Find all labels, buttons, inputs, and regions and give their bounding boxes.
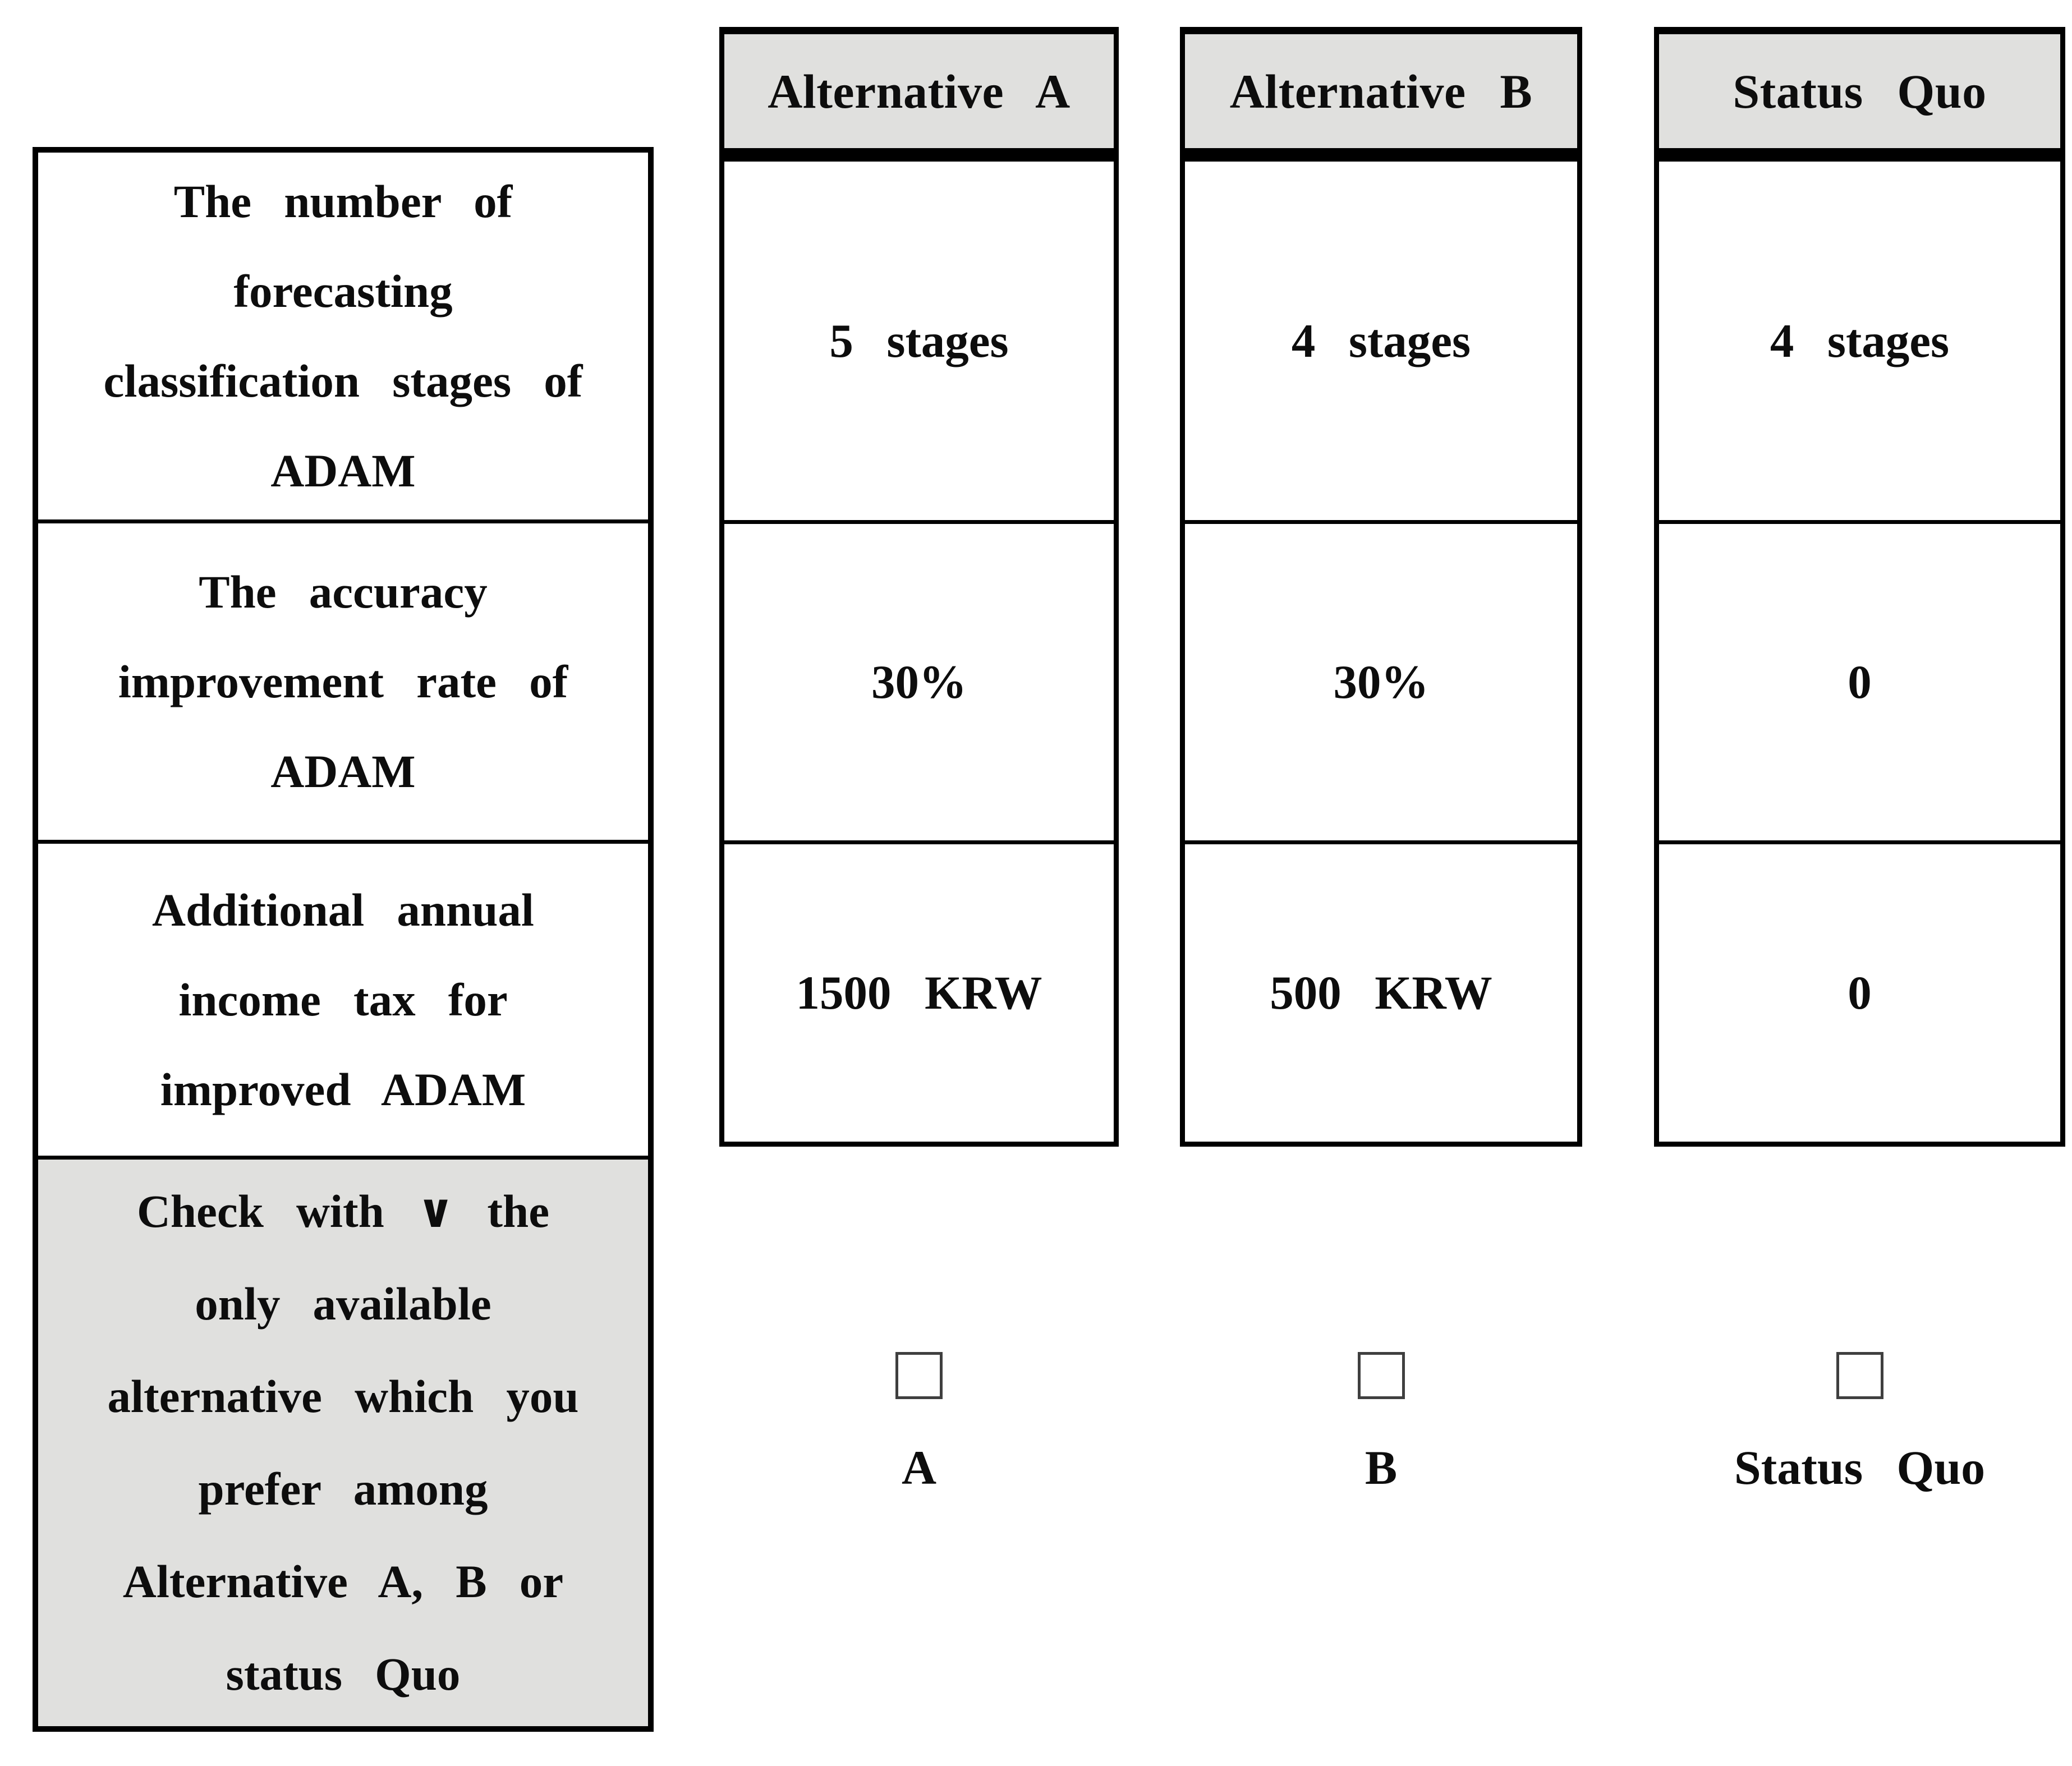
choice-status-quo: Status Quo [1654,1352,2065,1496]
data-column-status-quo: 4 stages 0 0 [1654,155,2065,1147]
choice-alternative-b: B [1180,1352,1582,1496]
instruction-cell: Check with ∨ the only available alternat… [38,1156,648,1726]
cell-status-quo-stages: 4 stages [1770,314,1950,367]
cell-status-quo-tax: 0 [1659,840,2060,1142]
attribute-label-stages: The number of forecasting classification… [38,153,648,519]
choice-label-status-quo: Status Quo [1734,1441,1986,1494]
column-header-alternative-a: Alternative A [719,27,1119,155]
cell-alt-a-stages: 5 stages [829,314,1009,367]
column-header-alternative-b: Alternative B [1180,27,1582,155]
data-column-alternative-a: 5 stages 30% 1500 KRW [719,155,1119,1147]
choice-label-a: A [901,1441,937,1494]
cell-alt-b-stages: 4 stages [1291,314,1471,367]
cell-alt-b-accuracy: 30% [1185,520,1577,840]
attribute-label-accuracy-text: The accuracy improvement rate of ADAM [118,566,568,797]
cell-alt-a-tax: 1500 KRW [724,840,1114,1142]
choice-alternative-a: A [719,1352,1119,1496]
attribute-label-tax-text: Additional annual income tax for improve… [152,884,534,1115]
cell-status-quo-accuracy: 0 [1659,520,2060,840]
column-header-alternative-a-label: Alternative A [768,64,1071,118]
column-header-status-quo-label: Status Quo [1733,64,1987,118]
data-column-alternative-b: 4 stages 30% 500 KRW [1180,155,1582,1147]
instruction-text: Check with ∨ the only available alternat… [107,1185,579,1700]
checkbox-alternative-a[interactable] [895,1352,943,1399]
attribute-label-accuracy: The accuracy improvement rate of ADAM [38,519,648,840]
column-header-status-quo: Status Quo [1654,27,2065,155]
choice-label-b: B [1365,1441,1398,1494]
column-header-alternative-b-label: Alternative B [1229,64,1533,118]
attribute-label-stages-text: The number of forecasting classification… [103,176,583,496]
checkbox-status-quo[interactable] [1836,1352,1883,1399]
cell-alt-a-accuracy: 30% [724,520,1114,840]
cell-alt-b-tax: 500 KRW [1185,840,1577,1142]
attribute-label-tax: Additional annual income tax for improve… [38,840,648,1156]
checkbox-alternative-b[interactable] [1357,1352,1405,1399]
attribute-column: The number of forecasting classification… [33,147,654,1732]
